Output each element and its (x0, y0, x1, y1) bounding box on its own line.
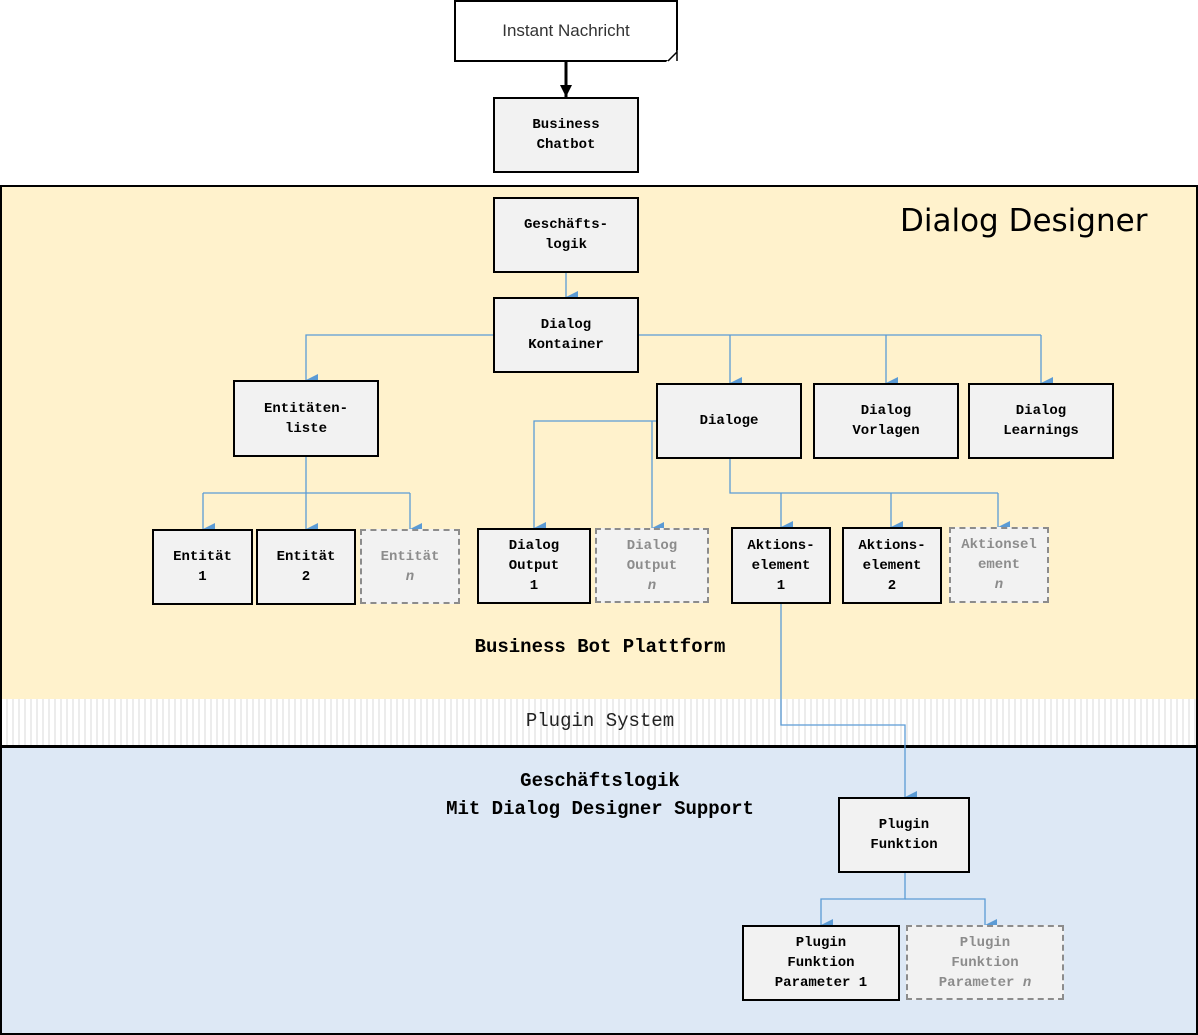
dialog-output-n-label: Dialog Output (626, 537, 678, 574)
action-element-n-index: n (994, 577, 1004, 593)
business-logic-node: Geschäfts- logik (493, 197, 639, 273)
plugin-param-n-node: Plugin Funktion Parameter n (906, 925, 1064, 1000)
action-element-n-node: Aktionsel ement n (949, 527, 1049, 603)
dialog-output-n-index: n (647, 577, 657, 594)
plugin-function-node: Plugin Funktion (838, 797, 970, 873)
dialog-output-1-node: Dialog Output 1 (477, 528, 591, 604)
dialogs-node: Dialoge (656, 383, 802, 459)
entity-n-label: Entität (380, 548, 440, 565)
plugin-param-n-label: Plugin Funktion Parameter n (938, 934, 1032, 991)
dialog-container-node: Dialog Kontainer (493, 297, 639, 373)
plugin-system-band (0, 699, 1198, 747)
instant-message-label: Instant Nachricht (502, 21, 630, 40)
folded-corner-icon (666, 50, 678, 62)
action-element-n-label: Aktionsel ement (961, 537, 1037, 573)
business-chatbot-node: Business Chatbot (493, 97, 639, 173)
entity-list-node: Entitäten- liste (233, 380, 379, 457)
dialog-designer-title: Dialog Designer (900, 203, 1148, 239)
action-element-1-node: Aktions- element 1 (731, 527, 831, 604)
business-logic-support-title: Geschäftslogik Mit Dialog Designer Suppo… (446, 770, 754, 820)
entity-2-node: Entität 2 (256, 529, 356, 605)
instant-message-node: Instant Nachricht (454, 0, 678, 62)
action-element-2-node: Aktions- element 2 (842, 527, 942, 604)
entity-n-index: n (405, 568, 415, 585)
dialog-templates-node: Dialog Vorlagen (813, 383, 959, 459)
entity-1-node: Entität 1 (152, 529, 253, 605)
plugin-system-title: Plugin System (525, 710, 675, 732)
plugin-param-1-node: Plugin Funktion Parameter 1 (742, 925, 900, 1001)
dialog-learnings-node: Dialog Learnings (968, 383, 1114, 459)
plugin-param-n-index: n (1022, 974, 1032, 991)
dialog-output-n-node: Dialog Output n (595, 528, 709, 603)
business-bot-platform-title: Business Bot Plattform (474, 636, 726, 658)
entity-n-node: Entität n (360, 529, 460, 604)
